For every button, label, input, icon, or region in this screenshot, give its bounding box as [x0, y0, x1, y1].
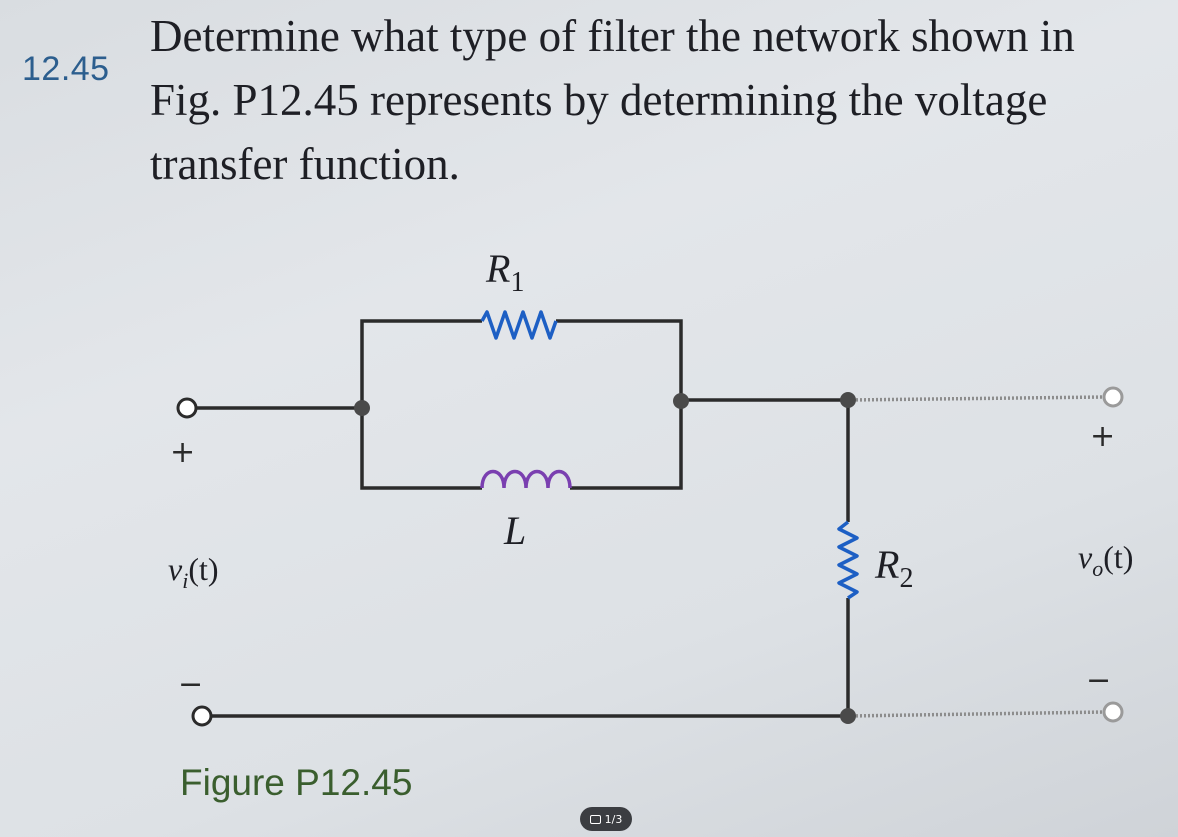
inductor-label: L — [503, 508, 526, 553]
input-plus-sign: + — [170, 435, 195, 470]
page-indicator[interactable]: 1/3 — [580, 807, 632, 831]
problem-line-3: transfer function. — [150, 139, 460, 189]
input-minus-sign: − — [178, 667, 203, 702]
page-icon — [589, 814, 601, 824]
junction-node-left — [354, 400, 370, 416]
problem-line-1: Determine what type of filter the networ… — [150, 11, 1075, 61]
problem-number: 12.45 — [22, 50, 110, 88]
junction-node-r2-bottom — [840, 708, 856, 724]
resistor-r1 — [480, 310, 558, 340]
r2-label: R2 — [874, 542, 913, 594]
problem-statement: Determine what type of filter the networ… — [150, 4, 1160, 196]
output-terminal-bottom — [1102, 701, 1124, 723]
output-bottom-wire — [847, 710, 1106, 718]
output-top-wire — [847, 395, 1106, 402]
output-minus-sign: − — [1086, 663, 1111, 698]
problem-line-2: Fig. P12.45 represents by determining th… — [150, 75, 1048, 125]
input-voltage-label: vi(t) — [168, 551, 219, 593]
junction-node-right — [673, 393, 689, 409]
output-voltage-label: vo(t) — [1078, 539, 1133, 581]
junction-node-r2-top — [840, 392, 856, 408]
parallel-bottom-branch — [360, 402, 683, 490]
r1-label: R1 — [485, 246, 524, 298]
input-terminal-bottom — [191, 705, 213, 727]
output-terminal-top — [1102, 386, 1124, 408]
output-plus-sign: + — [1090, 419, 1115, 454]
wires — [196, 319, 850, 718]
resistor-r2 — [837, 520, 859, 600]
input-terminal-top — [176, 397, 198, 419]
parallel-top-branch — [360, 319, 683, 408]
page-count: 1/3 — [604, 812, 623, 826]
figure-caption: Figure P12.45 — [180, 762, 413, 803]
inductor-l — [480, 469, 572, 489]
